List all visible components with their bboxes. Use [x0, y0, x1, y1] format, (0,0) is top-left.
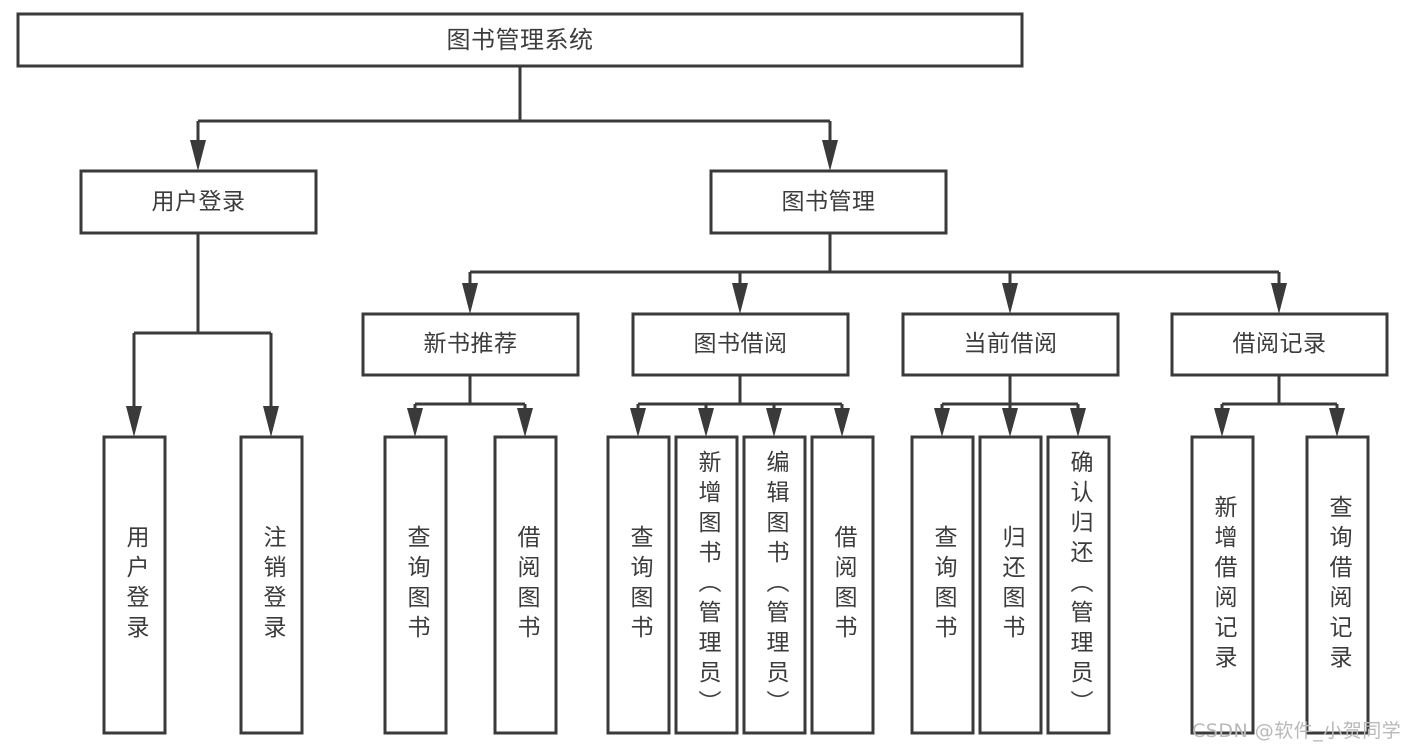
node-box-leaf-confirm-return[interactable]	[1046, 435, 1111, 735]
arrow-root-to-user-login	[190, 140, 206, 171]
node-box-leaf-return-book[interactable]	[978, 435, 1043, 735]
arrow-bookborrow-c1	[630, 408, 646, 437]
arrow-borrowrecord-c2	[1329, 408, 1345, 437]
csdn-watermark: CSDN @软件_小贺同学	[1192, 720, 1402, 742]
arrow-currentborrow-c1	[934, 408, 950, 437]
arrow-bookmgmt-c2	[732, 283, 748, 314]
arrow-userlogin-c2	[263, 406, 279, 437]
arrow-root-to-book-mgmt	[822, 140, 838, 171]
node-box-leaf-query-record[interactable]	[1305, 435, 1370, 735]
arrow-bookmgmt-c1	[462, 283, 478, 314]
node-box-leaf-query-book-3[interactable]	[910, 435, 975, 735]
arrow-borrowrecord-c1	[1214, 408, 1230, 437]
node-box-leaf-logout[interactable]	[239, 435, 304, 735]
arrow-bookmgmt-c3	[1002, 283, 1018, 314]
node-box-user-login[interactable]	[79, 169, 318, 235]
arrow-userlogin-c1	[126, 406, 142, 437]
node-box-leaf-user-login[interactable]	[102, 435, 167, 735]
node-box-book-management[interactable]	[709, 169, 948, 235]
arrow-newbook-c1	[407, 408, 423, 437]
arrow-bookborrow-c3	[766, 408, 782, 437]
node-box-leaf-edit-book[interactable]	[742, 435, 807, 735]
node-layer	[16, 12, 1389, 735]
node-box-current-borrow[interactable]	[901, 312, 1120, 377]
node-box-leaf-borrow-book-1[interactable]	[493, 435, 558, 735]
node-box-new-book-recommend[interactable]	[361, 312, 580, 377]
node-box-root[interactable]	[16, 12, 1024, 68]
node-box-borrow-record[interactable]	[1170, 312, 1389, 377]
node-box-leaf-query-book-1[interactable]	[383, 435, 448, 735]
arrow-currentborrow-c3	[1070, 408, 1086, 437]
arrow-bookmgmt-c4	[1271, 283, 1287, 314]
arrow-currentborrow-c2	[1002, 408, 1018, 437]
node-box-book-borrow[interactable]	[631, 312, 850, 377]
node-box-leaf-query-book-2[interactable]	[606, 435, 671, 735]
node-box-leaf-add-record[interactable]	[1190, 435, 1255, 735]
node-box-leaf-add-book[interactable]	[674, 435, 739, 735]
node-box-leaf-borrow-book-2[interactable]	[810, 435, 875, 735]
connector-layer	[126, 66, 1345, 437]
arrow-newbook-c2	[517, 408, 533, 437]
arrow-bookborrow-c2	[698, 408, 714, 437]
arrow-bookborrow-c4	[834, 408, 850, 437]
